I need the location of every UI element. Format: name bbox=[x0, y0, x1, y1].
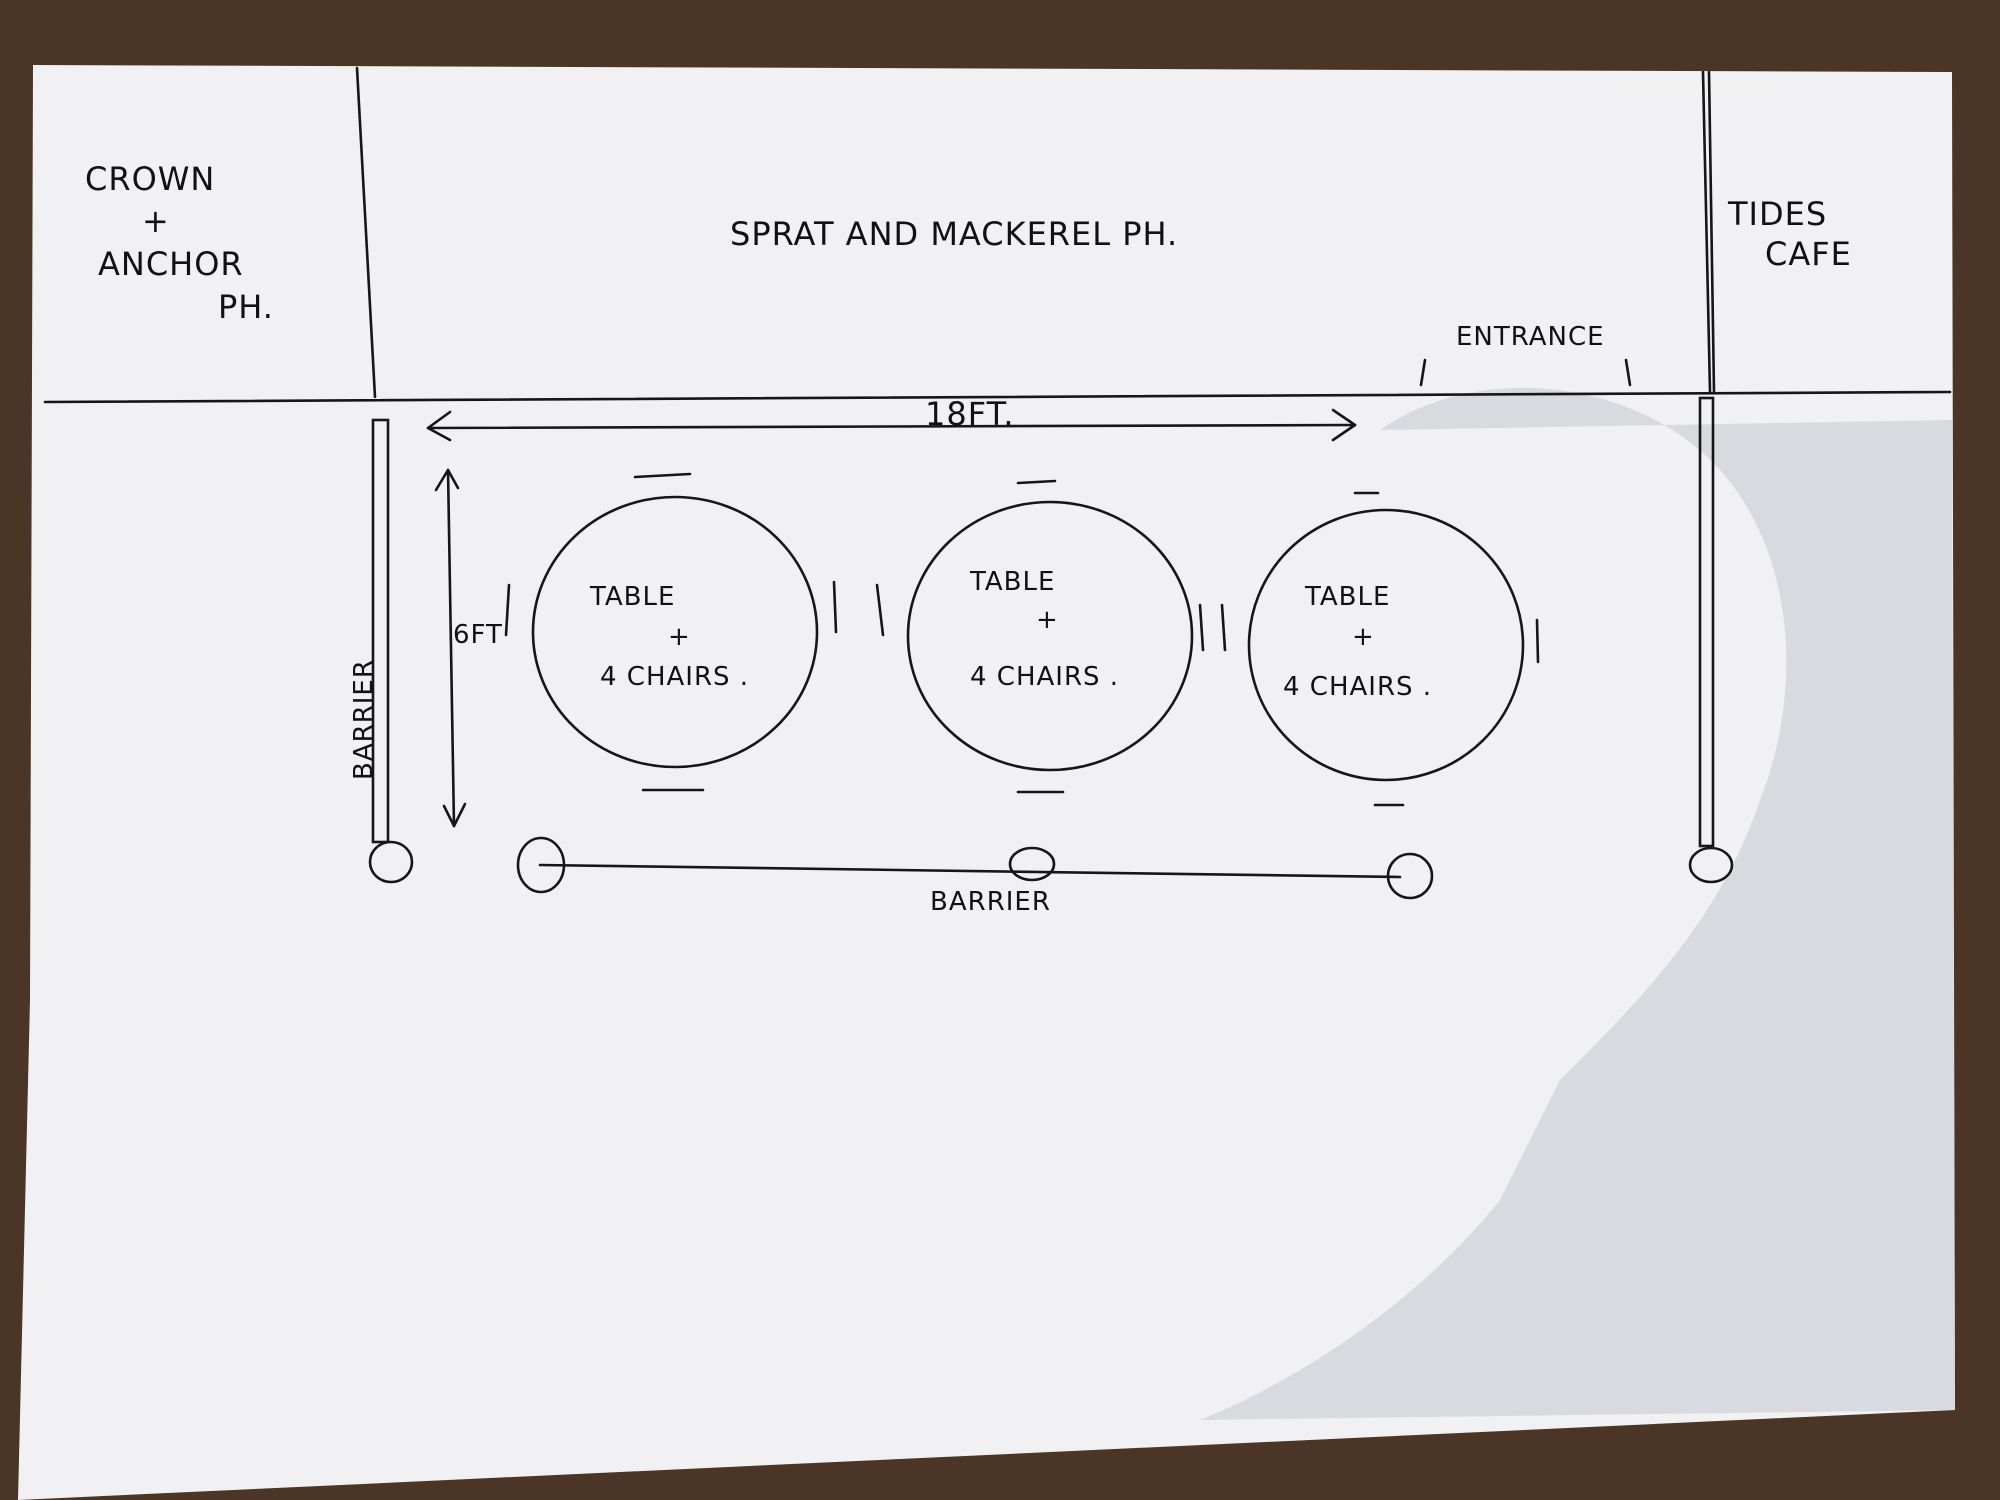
table-1-top bbox=[531, 495, 819, 769]
table-3: TABLE + 4 CHAIRS . bbox=[1220, 491, 1540, 807]
left-neighbour-line-2: + bbox=[142, 202, 170, 240]
table-3-top bbox=[1247, 508, 1525, 782]
depth-dimension-arrow bbox=[434, 468, 467, 828]
chair-2-top bbox=[1016, 479, 1057, 485]
width-dimension-arrow bbox=[426, 408, 1357, 442]
barrier-post-right bbox=[1386, 852, 1434, 900]
left-neighbour-label: CROWN + ANCHOR PH. bbox=[85, 160, 274, 326]
left-neighbour-line-3: ANCHOR bbox=[98, 245, 244, 283]
table-3-label-line-1: TABLE bbox=[1304, 582, 1390, 612]
hand-shadow bbox=[1200, 387, 1955, 1420]
side-barrier-label: BARRIER bbox=[349, 659, 379, 780]
table-2-label-line-3: 4 CHAIRS . bbox=[970, 662, 1119, 692]
entrance-mark-right bbox=[1624, 358, 1632, 387]
table-3-label-line-3: 4 CHAIRS . bbox=[1283, 672, 1432, 702]
right-party-wall-inner bbox=[1707, 70, 1716, 394]
depth-label: 6FT bbox=[453, 620, 503, 650]
table-1: TABLE + 4 CHAIRS . bbox=[504, 472, 838, 792]
barrier-post-middle bbox=[1008, 846, 1056, 882]
right-side-barrier bbox=[1688, 396, 1734, 884]
left-neighbour-line-4: PH. bbox=[218, 288, 274, 326]
right-neighbour-line-1: TIDES bbox=[1727, 195, 1827, 233]
chair-3-right bbox=[1535, 618, 1540, 664]
front-barrier bbox=[516, 836, 1434, 900]
table-2-label-line-2: + bbox=[1036, 605, 1059, 635]
front-barrier-label: BARRIER bbox=[930, 887, 1051, 917]
chair-1-top bbox=[633, 472, 692, 479]
entrance-mark-left bbox=[1419, 358, 1427, 387]
chair-2-right bbox=[1198, 603, 1205, 652]
table-2-top bbox=[906, 500, 1194, 772]
right-neighbour-label: TIDES CAFE bbox=[1727, 195, 1852, 273]
width-label: 18FT. bbox=[925, 395, 1014, 433]
chair-1-left bbox=[504, 583, 511, 637]
front-barrier-rail bbox=[538, 863, 1402, 879]
entrance-label: ENTRANCE bbox=[1456, 322, 1605, 352]
barrier-post-left bbox=[516, 836, 566, 894]
right-party-wall bbox=[1701, 70, 1712, 394]
table-2-label-line-1: TABLE bbox=[969, 567, 1055, 597]
chair-1-right bbox=[832, 580, 838, 634]
table-1-label-line-3: 4 CHAIRS . bbox=[600, 662, 749, 692]
table-1-label-line-2: + bbox=[668, 622, 691, 652]
center-premises-label: SPRAT AND MACKEREL PH. bbox=[730, 215, 1178, 253]
table-3-label-line-2: + bbox=[1352, 622, 1375, 652]
shopfront-line bbox=[43, 390, 1952, 404]
table-2: TABLE + 4 CHAIRS . bbox=[875, 479, 1205, 794]
chair-2-left bbox=[875, 583, 885, 637]
left-neighbour-line-1: CROWN bbox=[85, 160, 215, 198]
left-party-wall bbox=[355, 66, 377, 399]
building-outline bbox=[43, 66, 1952, 404]
right-neighbour-line-2: CAFE bbox=[1765, 235, 1852, 273]
left-side-barrier bbox=[368, 418, 414, 884]
chair-3-left bbox=[1220, 603, 1227, 652]
table-1-label-line-1: TABLE bbox=[589, 582, 675, 612]
